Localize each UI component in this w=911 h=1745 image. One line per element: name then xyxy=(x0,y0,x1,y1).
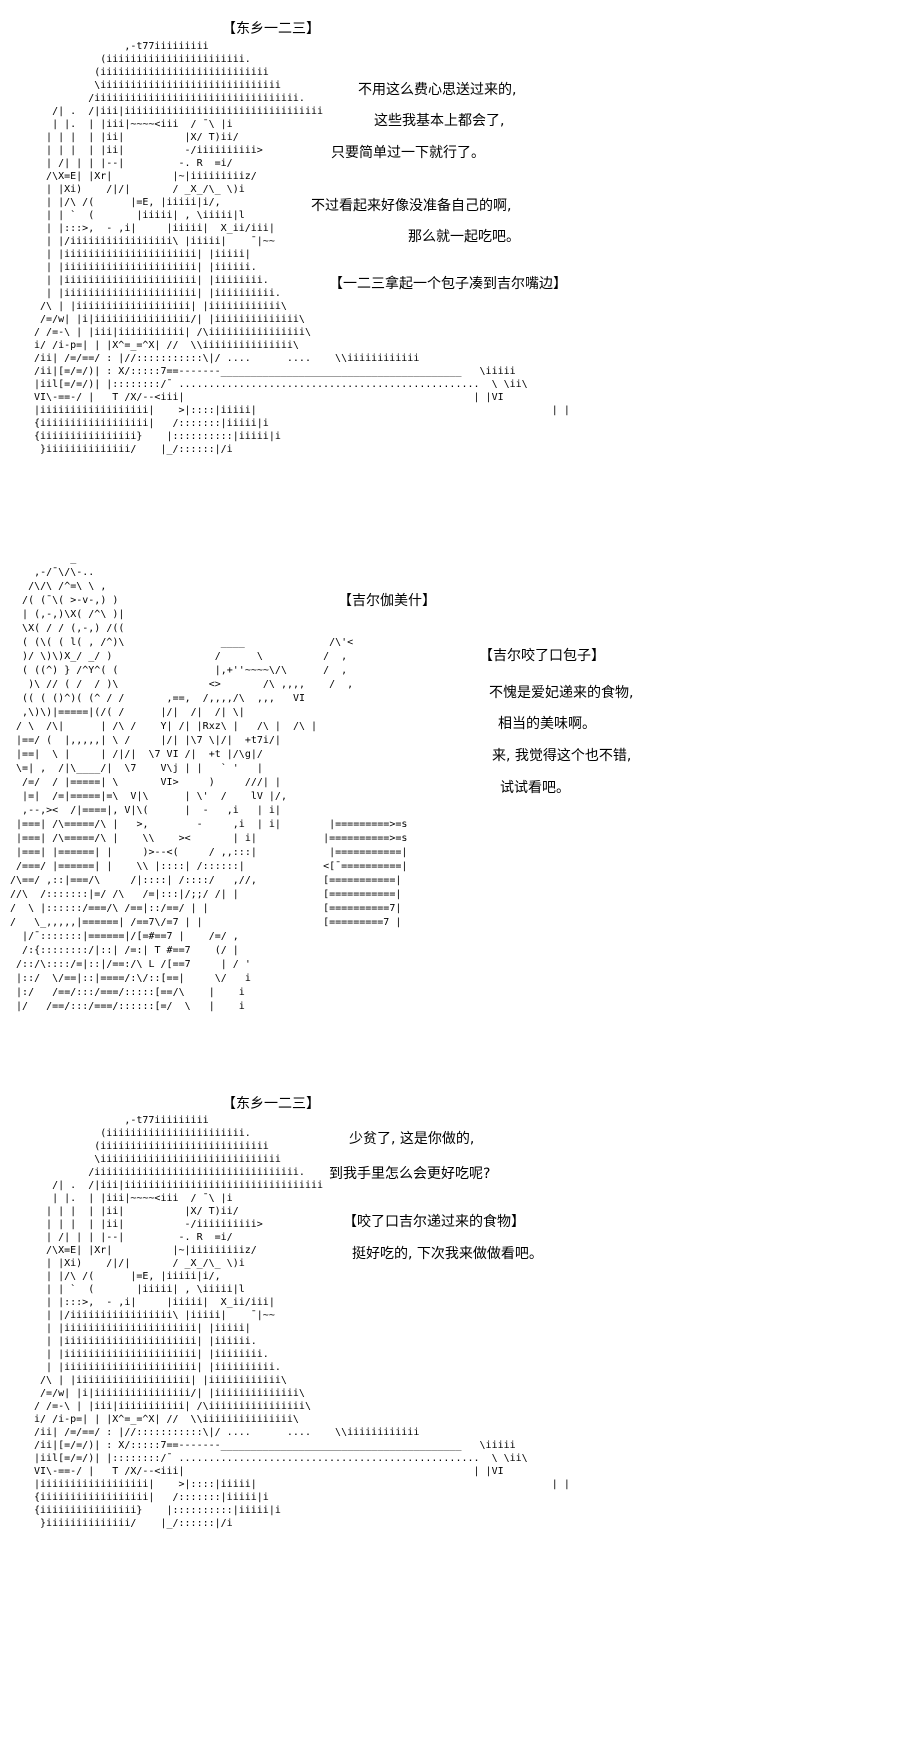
dialogue-line: 这些我基本上都会了, xyxy=(374,113,505,129)
dialogue-line: 来, 我觉得这个也不错, xyxy=(492,748,632,764)
dialogue-line: 挺好吃的, 下次我来做做看吧。 xyxy=(352,1246,543,1262)
dialogue-line: 相当的美味啊。 xyxy=(498,716,596,732)
dialogue-line: 不过看起来好像没准备自己的啊, xyxy=(311,198,512,214)
dialogue-line: 只要简单过一下就行了。 xyxy=(331,145,485,161)
character-name-tag: 【东乡一二三】 xyxy=(222,1096,320,1112)
dialogue-line: 【咬了口吉尔递过来的食物】 xyxy=(343,1214,525,1230)
dialogue-line: 那么就一起吃吧。 xyxy=(408,229,520,245)
dialogue-line: 【吉尔咬了口包子】 xyxy=(479,648,605,664)
character-name-tag: 【吉尔伽美什】 xyxy=(338,593,436,609)
dialogue-line: 到我手里怎么会更好吃呢? xyxy=(329,1166,491,1182)
character-name-tag: 【东乡一二三】 xyxy=(222,21,320,37)
dialogue-line: 试试看吧。 xyxy=(500,780,570,796)
ascii-art-togo-hifumi-repeat: ,-t77iiiiiiiii (iiiiiiiiiiiiiiiiiiiiiii.… xyxy=(34,1115,570,1529)
ascii-art-togo-hifumi: ,-t77iiiiiiiii (iiiiiiiiiiiiiiiiiiiiiii.… xyxy=(34,41,570,455)
dialogue-line: 不用这么费心思送过来的, xyxy=(358,82,517,98)
dialogue-line: 少贫了, 这是你做的, xyxy=(349,1131,475,1147)
dialogue-line: 【一二三拿起一个包子凑到吉尔嘴边】 xyxy=(329,276,567,292)
ascii-art-gilgamesh-scene: _ ,-/¯\/\-.. /\/\ /^=\ \ , /( (¯\( >-v-,… xyxy=(10,553,408,1012)
dialogue-line: 不愧是爱妃递来的食物, xyxy=(489,685,634,701)
